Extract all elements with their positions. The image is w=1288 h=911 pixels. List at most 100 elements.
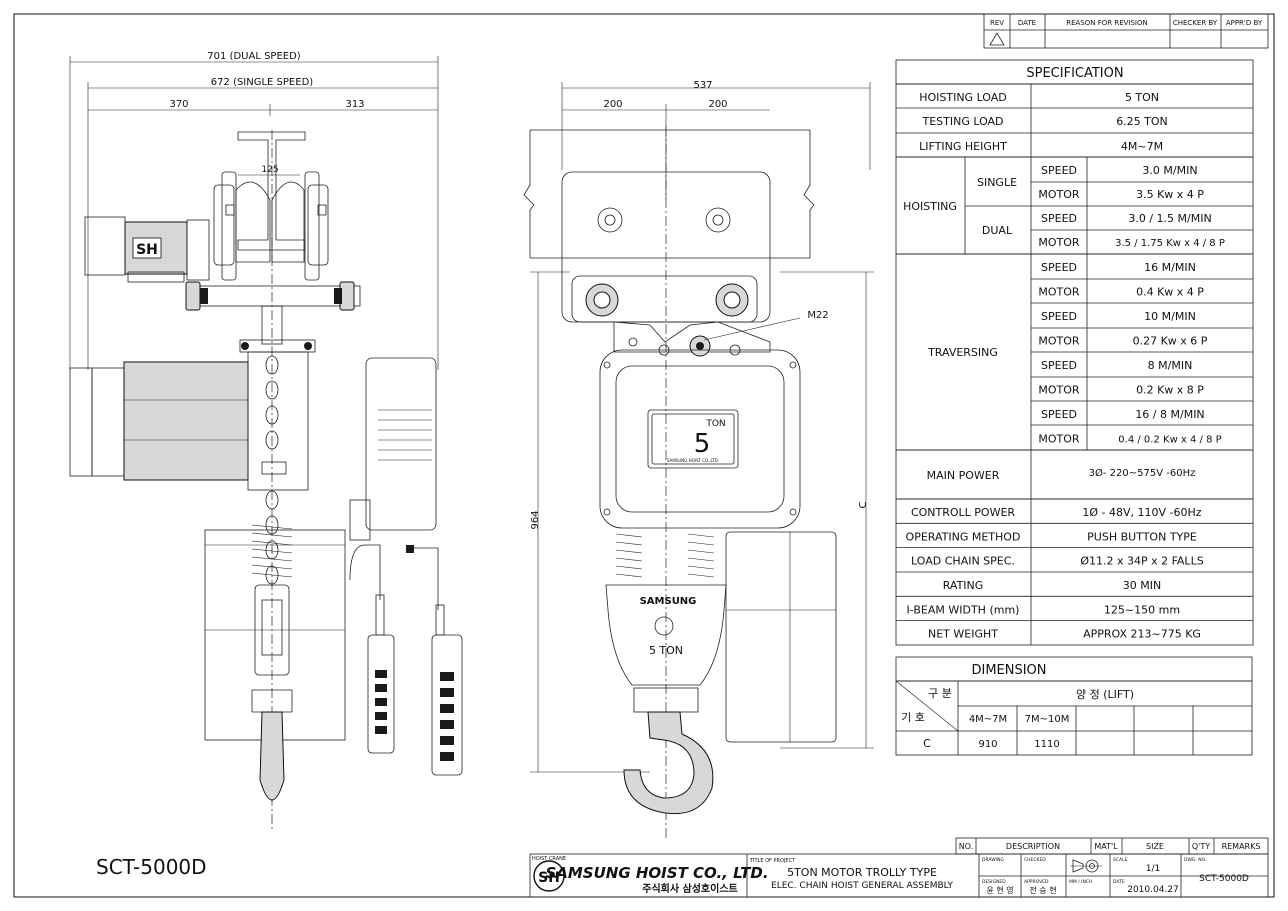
revision-block: REV DATE REASON FOR REVISION CHECKER BY … <box>983 13 1269 49</box>
rev-header-date: DATE <box>1018 19 1036 27</box>
rev-header-rev: REV <box>990 19 1004 27</box>
spec-lower-label: LOAD CHAIN SPEC. <box>911 555 1015 568</box>
spec-lower-value: 30 MIN <box>1123 579 1161 592</box>
traversing-value: 0.4 Kw x 4 P <box>1136 286 1204 299</box>
parts-header-qty: Q'TY <box>1192 842 1210 851</box>
traversing-key: SPEED <box>1041 408 1077 421</box>
plate-maker-text: SAMSUNG HOIST CO.,LTD. <box>667 458 719 463</box>
spec-mode-dual: DUAL <box>982 224 1013 237</box>
parts-header-size: SIZE <box>1146 842 1164 851</box>
rev-header-reason: REASON FOR REVISION <box>1066 19 1148 27</box>
traversing-key: MOTOR <box>1038 433 1080 446</box>
traversing-rows: SPEED 16 M/MIN MOTOR 0.4 Kw x 4 P SPEED 10 M/… <box>1038 261 1221 446</box>
spec-lower-value: APPROX 213~775 KG <box>1083 628 1201 641</box>
date-value: 2010.04.27 <box>1127 885 1179 895</box>
dim-left-part: 370 <box>169 99 188 110</box>
revision-triangle-icon <box>989 32 1005 46</box>
spec-lower-value: 1Ø - 48V, 110V -60Hz <box>1082 506 1201 519</box>
traversing-value: 0.2 Kw x 8 P <box>1136 384 1204 397</box>
spec-lower-rows: CONTROLL POWER 1Ø - 48V, 110V -60HzOPERAT… <box>896 506 1253 641</box>
spec-lower-label: NET WEIGHT <box>928 628 998 641</box>
spec-key-motor: MOTOR <box>1038 236 1080 249</box>
date-label: DATE <box>1113 879 1125 885</box>
spec-lower-label: I-BEAM WIDTH (mm) <box>907 603 1020 616</box>
dimension-corner-bottom: 기 호 <box>901 711 925 724</box>
parts-header-no: NO. <box>959 842 974 851</box>
designer-name: 윤 현 영 <box>986 885 1013 895</box>
spec-single-speed: 3.0 M/MIN <box>1142 164 1197 177</box>
dim-total-width: 537 <box>693 80 712 91</box>
spec-lower-value: PUSH BUTTON TYPE <box>1087 530 1197 543</box>
side-view: 701 (DUAL SPEED) 672 (SINGLE SPEED) 370 … <box>69 51 463 832</box>
approved-label: APPROVED <box>1024 879 1049 885</box>
plate-ton-text: TON <box>705 419 725 429</box>
dim-left-half: 200 <box>603 99 622 110</box>
unit-label: MM / INCH <box>1069 879 1092 885</box>
load-chain-side <box>265 355 279 585</box>
traversing-value: 16 M/MIN <box>1144 261 1196 274</box>
spec-lower-label: CONTROLL POWER <box>911 506 1015 519</box>
spec-key-speed: SPEED <box>1041 164 1077 177</box>
pendant-switch-2 <box>431 604 463 776</box>
company-name-en: SAMSUNG HOIST CO., LTD. <box>545 864 768 882</box>
spec-value-main-power: 3Ø- 220~575V -60Hz <box>1089 467 1196 479</box>
spec-value-testing-load: 6.25 TON <box>1116 115 1168 128</box>
rev-header-checker: CHECKER BY <box>1173 19 1218 27</box>
spec-value-hoisting-load: 5 TON <box>1125 91 1159 104</box>
capacity-plate: TON 5 SAMSUNG HOIST CO.,LTD. <box>647 409 739 469</box>
drawing-title-line1: 5TON MOTOR TROLLY TYPE <box>787 866 937 879</box>
dim-c: C <box>858 501 869 508</box>
parts-header-remarks: REMARKS <box>1222 842 1261 851</box>
dim-right-part: 313 <box>345 99 364 110</box>
spec-label-main-power: MAIN POWER <box>927 469 1000 482</box>
dimension-value-2: 1110 <box>1034 739 1059 750</box>
projection-symbol-icon <box>1070 859 1102 873</box>
dimension-col-2: 7M~10M <box>1025 714 1070 725</box>
dimension-title: DIMENSION <box>971 663 1046 678</box>
dimension-corner-top: 구 분 <box>928 687 952 700</box>
approver-name: 전 승 현 <box>1029 885 1056 895</box>
parts-header-description: DESCRIPTION <box>1006 842 1060 851</box>
company-name-kr: 주식회사 삼성호이스트 <box>642 882 737 895</box>
spec-lower-value: 125~150 mm <box>1104 603 1180 616</box>
traversing-value: 0.27 Kw x 6 P <box>1133 335 1208 348</box>
dim-bolt: M22 <box>807 310 828 321</box>
spec-dual-motor: 3.5 / 1.75 Kw x 4 / 8 P <box>1115 238 1225 249</box>
spec-lower-label: OPERATING METHOD <box>906 530 1021 543</box>
title-label: TITLE OF PROJECT <box>749 858 796 864</box>
drawing-label: DRAWING <box>982 857 1004 863</box>
traversing-value: 8 M/MIN <box>1148 359 1193 372</box>
traversing-key: MOTOR <box>1038 335 1080 348</box>
spec-label-lifting-height: LIFTING HEIGHT <box>919 140 1007 153</box>
dwg-no-value: SCT-5000D <box>1199 874 1249 884</box>
spec-lower-value: Ø11.2 x 34P x 2 FALLS <box>1080 555 1203 568</box>
dimension-col-1: 4M~7M <box>969 714 1007 725</box>
spec-label-hoisting: HOISTING <box>903 200 957 213</box>
dim-height: 964 <box>530 510 541 529</box>
traversing-key: SPEED <box>1041 310 1077 323</box>
company-logo: SH HOIST CRANE <box>532 856 566 892</box>
traversing-key: SPEED <box>1041 359 1077 372</box>
hook-capacity-text: 5 TON <box>649 644 683 657</box>
scale-label: SCALE <box>1113 857 1128 863</box>
dim-single-speed: 672 (SINGLE SPEED) <box>211 77 313 88</box>
rev-header-approved: APPR'D BY <box>1226 19 1263 27</box>
specification-table: SPECIFICATION HOISTING LOAD 5 TON TESTIN… <box>895 59 1254 646</box>
dimension-lift-header: 양 정 (LIFT) <box>1076 688 1134 701</box>
front-view: 537 200 200 M22 <box>523 80 874 840</box>
spec-label-hoisting-load: HOISTING LOAD <box>919 91 1007 104</box>
spec-value-lifting-height: 4M~7M <box>1121 140 1163 153</box>
parts-header-material: MAT'L <box>1094 842 1118 851</box>
logo-mark-text: SH <box>538 870 560 886</box>
sm-motor-logo: SH <box>132 237 162 259</box>
dwg-no-label: DWG. NO. <box>1184 857 1206 863</box>
traversing-value: 16 / 8 M/MIN <box>1135 408 1204 421</box>
plate-capacity-value: 5 <box>694 429 711 459</box>
traversing-key: MOTOR <box>1038 384 1080 397</box>
spec-mode-single: SINGLE <box>977 176 1017 189</box>
dimension-table: DIMENSION 구 분 기 호 양 정 (LIFT) 4M~7M 7M~10… <box>895 656 1253 756</box>
traversing-value: 10 M/MIN <box>1144 310 1196 323</box>
spec-key-speed: SPEED <box>1041 212 1077 225</box>
logo-arc-text: HOIST CRANE <box>532 856 566 862</box>
